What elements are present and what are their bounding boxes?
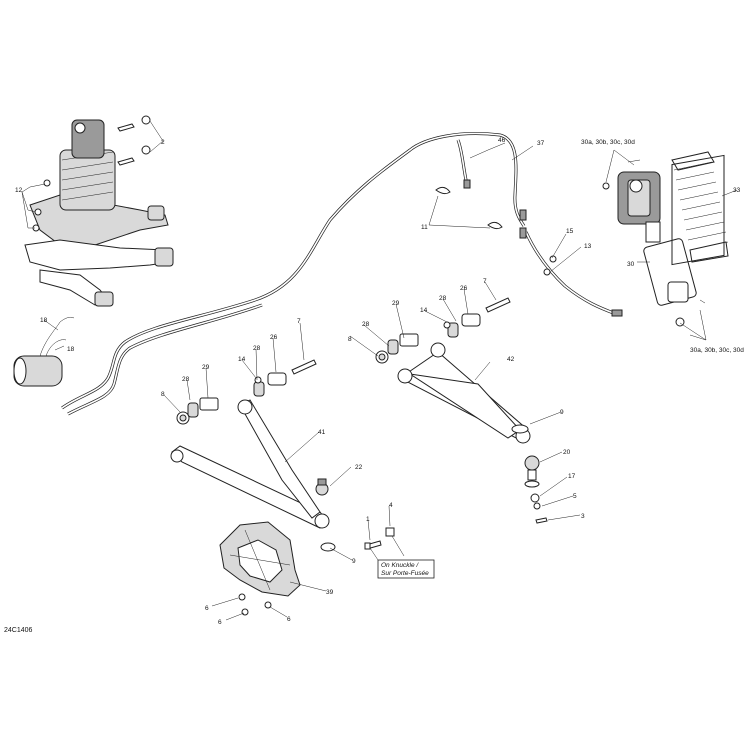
callout-28-right-upper: 28 — [439, 295, 447, 302]
callout-22: 22 — [355, 464, 363, 471]
callout-29-left: 29 — [202, 364, 210, 371]
right-bushings — [375, 255, 557, 364]
knuckle-note: On Knuckle / Sur Porte-Fusée — [377, 559, 435, 579]
callout-30-bottom: 30a, 30b, 30c, 30d — [690, 347, 744, 354]
callout-9-right: 9 — [560, 409, 564, 416]
left-bushings — [176, 359, 317, 425]
accumulator — [13, 316, 75, 387]
callout-46: 46 — [498, 137, 506, 144]
callout-18-lower: 18 — [67, 346, 75, 353]
callout-6-b: 6 — [218, 619, 222, 626]
callout-6-c: 6 — [287, 616, 291, 623]
callout-28-left-upper: 28 — [253, 345, 261, 352]
callout-7-left: 7 — [297, 318, 301, 325]
lower-a-arm — [170, 399, 330, 529]
callout-26-right: 26 — [460, 285, 468, 292]
callout-8-right: 8 — [348, 336, 352, 343]
leader-lines — [21, 120, 738, 621]
note-line-1: On Knuckle / — [381, 562, 419, 569]
callout-15: 15 — [566, 228, 574, 235]
callout-26-left: 26 — [270, 334, 278, 341]
callout-28-right-lower: 28 — [362, 321, 370, 328]
callout-33: 33 — [733, 187, 741, 194]
right-shock — [602, 171, 697, 327]
ball-joint — [511, 424, 548, 524]
callout-29-right: 29 — [392, 300, 400, 307]
left-suspension-assembly — [24, 115, 174, 307]
callout-17: 17 — [568, 473, 576, 480]
coil-spring — [671, 151, 729, 266]
callout-14-right: 14 — [420, 307, 428, 314]
callout-39: 39 — [326, 589, 334, 596]
callout-3: 3 — [581, 513, 585, 520]
callout-30-top: 30a, 30b, 30c, 30d — [581, 139, 635, 146]
knuckle-hardware — [364, 527, 395, 550]
callout-12: 12 — [15, 187, 23, 194]
callout-1: 1 — [366, 516, 370, 523]
callout-18-upper: 18 — [40, 317, 48, 324]
callout-14-left: 14 — [238, 356, 246, 363]
callout-28-left-lower: 28 — [182, 376, 190, 383]
note-line-2: Sur Porte-Fusée — [381, 570, 429, 577]
figure-reference-code: 24C1406 — [4, 627, 33, 634]
brake-line — [61, 131, 623, 416]
callout-5: 5 — [573, 493, 577, 500]
callout-30: 30 — [627, 261, 635, 268]
callout-13: 13 — [584, 243, 592, 250]
callout-4: 4 — [389, 502, 393, 509]
callout-41: 41 — [318, 429, 326, 436]
callout-20: 20 — [563, 449, 571, 456]
callout-42: 42 — [507, 356, 515, 363]
hose-clips — [435, 186, 503, 230]
callout-11: 11 — [421, 224, 428, 231]
skid-plate — [219, 521, 336, 616]
callout-7-right: 7 — [483, 278, 487, 285]
callout-37: 37 — [537, 140, 545, 147]
callout-8-left: 8 — [161, 391, 165, 398]
callout-2: 2 — [161, 139, 165, 146]
callout-6-a: 6 — [205, 605, 209, 612]
callout-9-left: 9 — [352, 558, 356, 565]
callout-labels: 2 12 11 46 37 15 13 30a, 30b, 30c, 30d 3… — [15, 137, 744, 626]
